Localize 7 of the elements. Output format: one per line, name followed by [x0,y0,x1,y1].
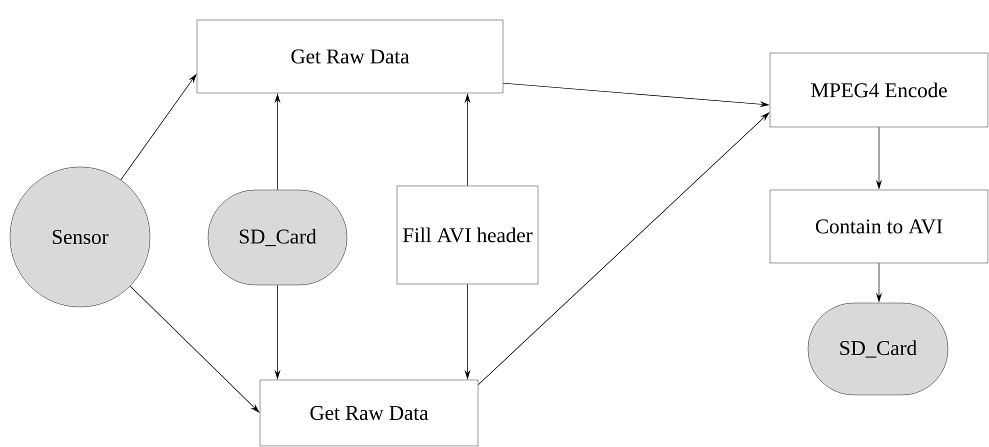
process-box: Get Raw Data [196,20,504,94]
storage-terminal: SD_Card [808,302,948,396]
process-box: Contain to AVI [770,190,988,264]
storage-terminal: SD_Card [208,190,348,286]
process-box: Fill AVI header [396,186,538,284]
process-box: MPEG4 Encode [770,52,988,128]
process-box: Get Raw Data [260,380,478,446]
